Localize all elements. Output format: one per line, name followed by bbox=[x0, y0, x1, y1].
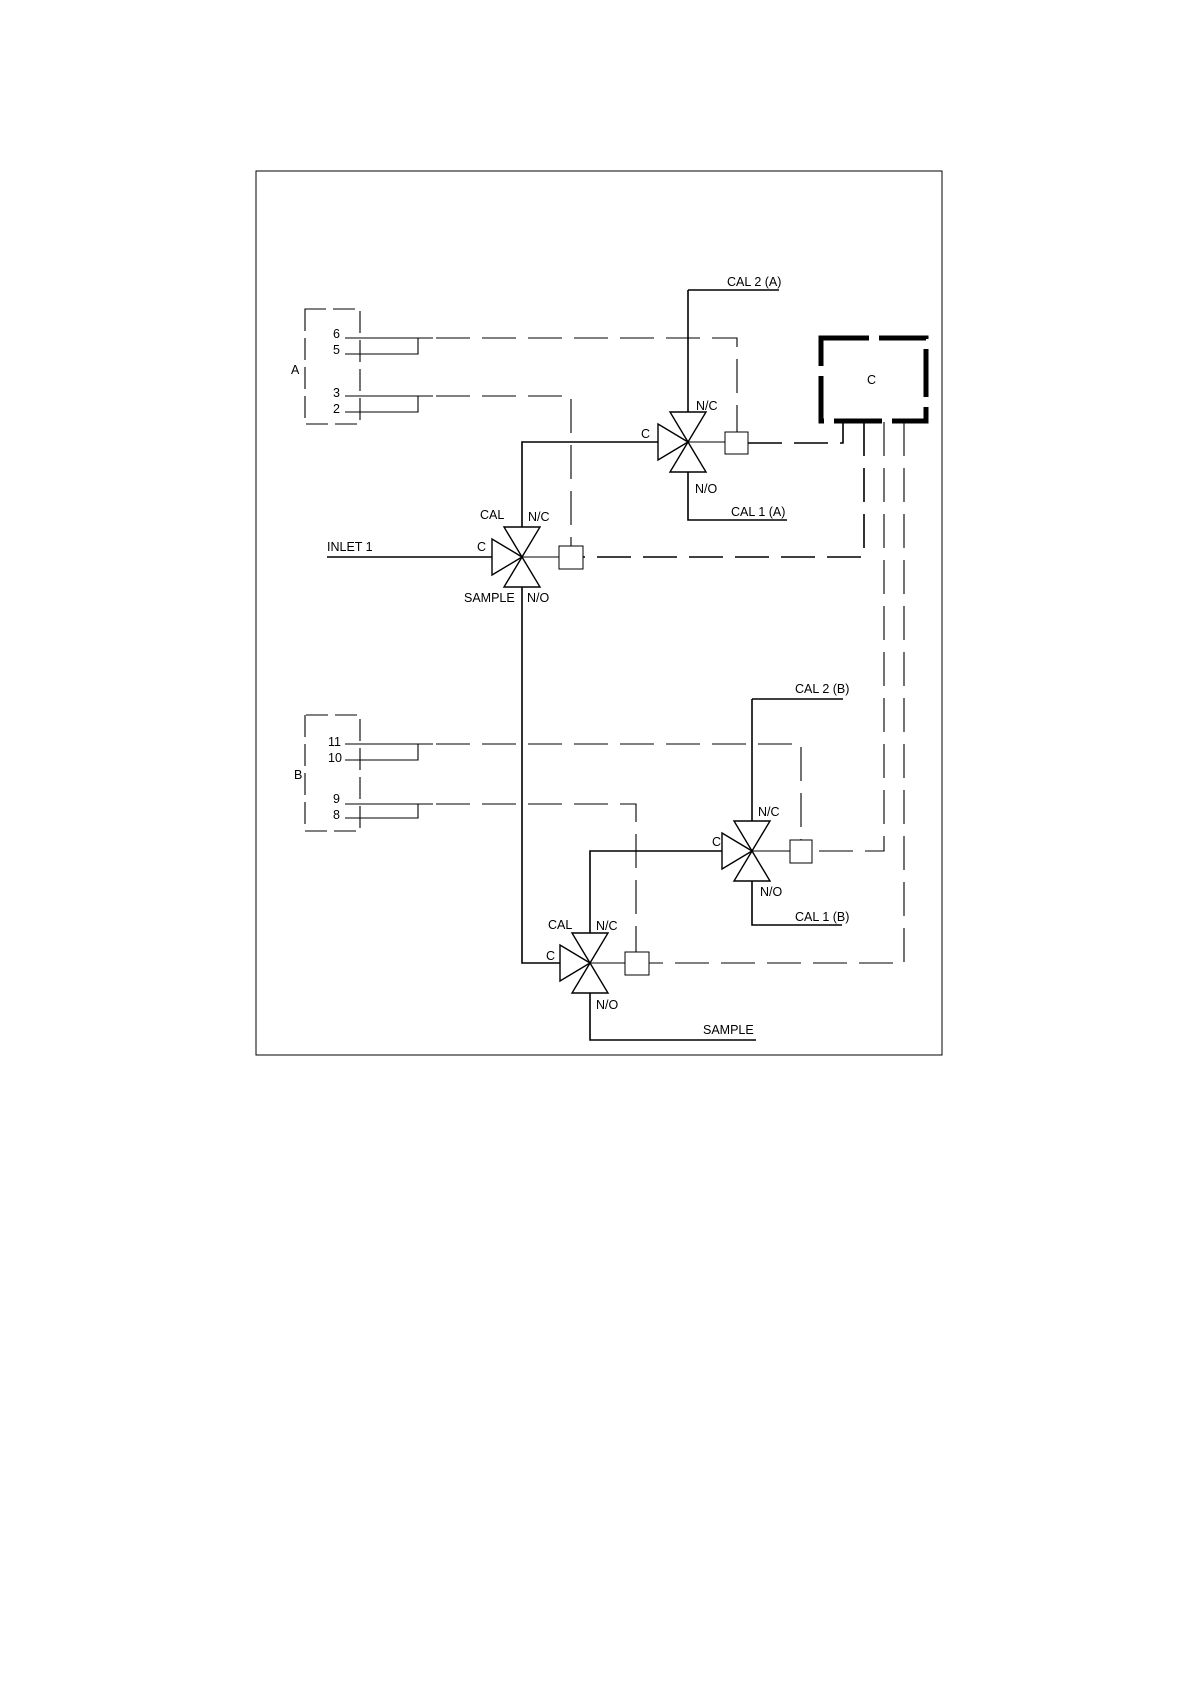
cal1b-label: CAL 1 (B) bbox=[795, 910, 849, 924]
connector-a: A 6 5 3 2 bbox=[291, 309, 433, 424]
valve-4-no-label: N/O bbox=[596, 998, 619, 1012]
signal-valve-1-to-controller bbox=[748, 422, 843, 443]
valve-1-common-label: C bbox=[641, 427, 650, 441]
valve-3-no-label: N/O bbox=[760, 885, 783, 899]
connector-a-pin-5: 5 bbox=[333, 343, 340, 357]
valve-2-nc-label: N/C bbox=[528, 510, 550, 524]
valve-2: INLET 1 C CAL N/C SAMPLE N/O bbox=[327, 442, 658, 605]
valve-2-actuator bbox=[559, 546, 583, 569]
valve-1: CAL 2 (A) CAL 1 (A) C N/C N/O bbox=[641, 275, 787, 520]
connector-b-pin-9: 9 bbox=[333, 792, 340, 806]
cal2b-label: CAL 2 (B) bbox=[795, 682, 849, 696]
connector-b-pins-9-8-wires bbox=[345, 804, 433, 818]
connector-b-pins-11-10-wires bbox=[345, 744, 433, 760]
signal-controller-to-valve-3 bbox=[812, 422, 884, 851]
connector-a-pin-3: 3 bbox=[333, 386, 340, 400]
valve-3: CAL 2 (B) CAL 1 (B) C N/C N/O bbox=[712, 682, 849, 925]
valve-2-cal-label: CAL bbox=[480, 508, 504, 522]
valve-1-nc-label: N/C bbox=[696, 399, 718, 413]
cal2a-label: CAL 2 (A) bbox=[727, 275, 781, 289]
connector-b-pin-11: 11 bbox=[328, 735, 341, 749]
connector-a-pin-6: 6 bbox=[333, 327, 340, 341]
valve-4-nc-label: N/C bbox=[596, 919, 618, 933]
valve-3-nc-label: N/C bbox=[758, 805, 780, 819]
valve-2-common-label: C bbox=[477, 540, 486, 554]
sample-out-label: SAMPLE bbox=[703, 1023, 754, 1037]
cal1a-label: CAL 1 (A) bbox=[731, 505, 785, 519]
connector-a-pins-3-2-wires bbox=[345, 396, 433, 412]
connector-a-pins-6-5-wires bbox=[345, 338, 433, 354]
valve-2-sample-label: SAMPLE bbox=[464, 591, 515, 605]
valve-4: SAMPLE C CAL N/C N/O bbox=[546, 851, 756, 1040]
valve-4-cal-label: CAL bbox=[548, 918, 572, 932]
controller-label: C bbox=[867, 373, 876, 387]
valve-4-actuator bbox=[625, 952, 649, 975]
valve-3-common-label: C bbox=[712, 835, 721, 849]
valve-4-common-label: C bbox=[546, 949, 555, 963]
controller: C bbox=[821, 338, 926, 421]
valve-2-no-label: N/O bbox=[527, 591, 550, 605]
valve-1-no-label: N/O bbox=[695, 482, 718, 496]
connector-b-label: B bbox=[294, 768, 302, 782]
valve-3-actuator bbox=[790, 840, 812, 863]
connector-a-label: A bbox=[291, 363, 300, 377]
connector-b-pin-10: 10 bbox=[328, 751, 342, 765]
connector-b: B 11 10 9 8 bbox=[294, 715, 433, 831]
valve-1-actuator bbox=[725, 432, 748, 454]
connector-b-pin-8: 8 bbox=[333, 808, 340, 822]
inlet1-label: INLET 1 bbox=[327, 540, 373, 554]
connector-a-pin-2: 2 bbox=[333, 402, 340, 416]
main-sample-pipe bbox=[522, 587, 560, 963]
